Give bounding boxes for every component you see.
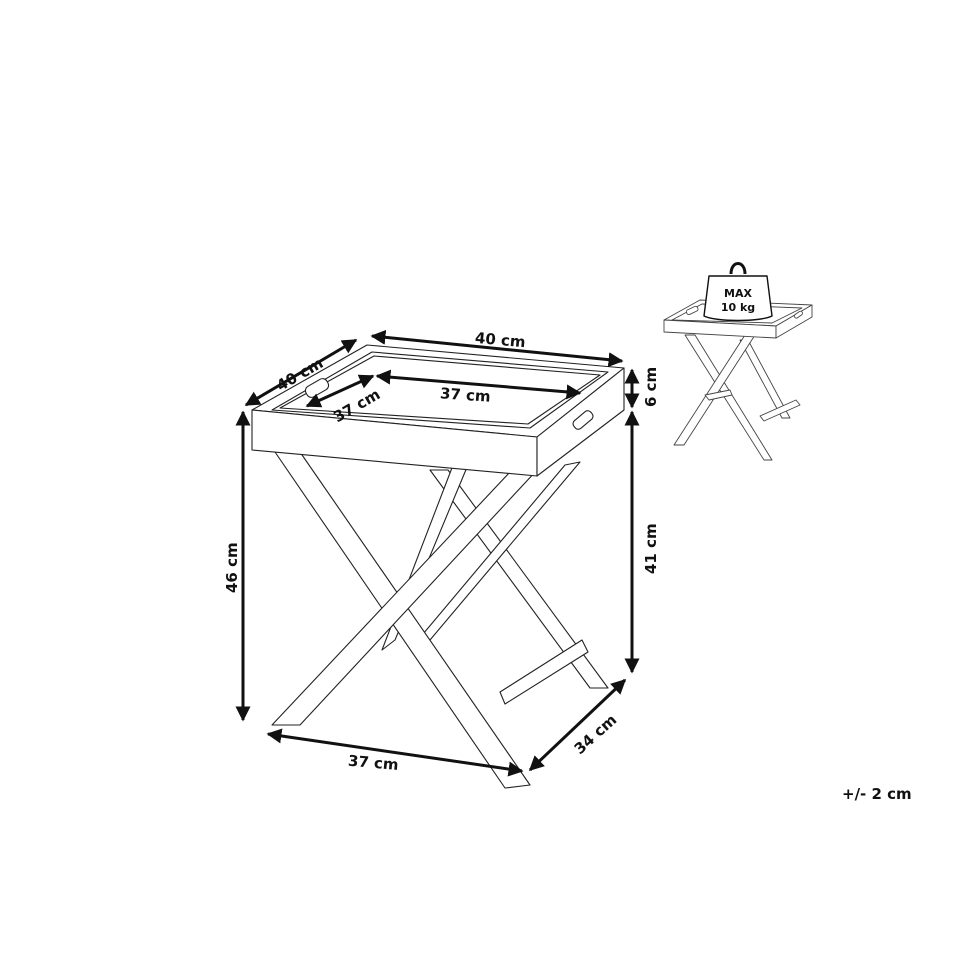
label-base-width: 37 cm: [347, 752, 399, 774]
dim-base-depth: [528, 678, 627, 772]
label-tray-width-outer: 40 cm: [474, 329, 526, 351]
dim-tray-depth-inner: [305, 374, 375, 408]
weight-label: 10 kg: [721, 301, 755, 314]
dim-tray-width-inner: [375, 369, 582, 400]
label-tray-height: 6 cm: [642, 367, 660, 407]
max-load-illustration: [663, 262, 813, 461]
label-total-height: 46 cm: [223, 542, 241, 593]
dim-tray-depth-outer: [244, 338, 358, 407]
front-legs: [271, 439, 538, 789]
max-label: MAX: [724, 287, 752, 300]
label-base-depth: 34 cm: [571, 711, 621, 758]
label-leg-height: 41 cm: [642, 523, 660, 574]
label-tray-width-inner: 37 cm: [439, 384, 491, 405]
main-table: [251, 344, 625, 789]
dim-base-width: [266, 728, 524, 777]
dim-tray-width-outer: [370, 329, 624, 368]
dimension-lines: [235, 329, 640, 777]
weight-icon: [703, 262, 773, 322]
tolerance-note: +/- 2 cm: [842, 785, 912, 803]
right-handle: [572, 410, 594, 430]
